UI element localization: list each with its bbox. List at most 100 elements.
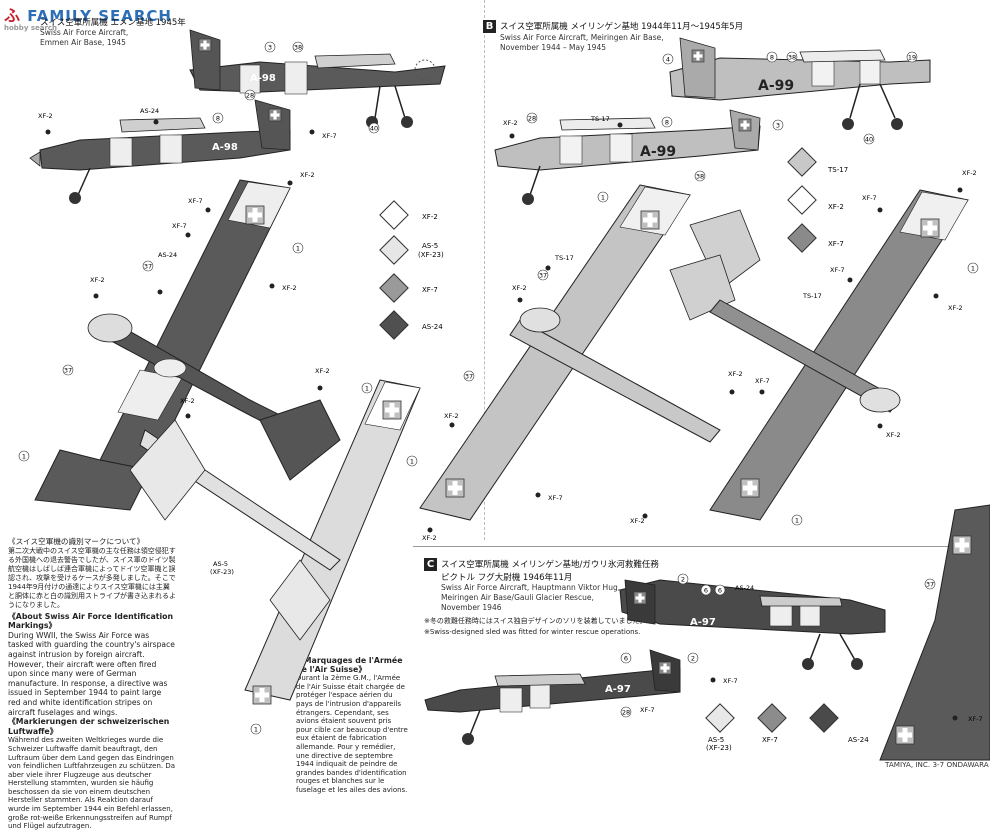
plane-b-code-1: A-99 xyxy=(758,78,794,94)
plane-c-partial-view xyxy=(879,504,990,761)
section-c-badge: C xyxy=(424,558,437,571)
callout-num-1f: 1 xyxy=(971,265,975,273)
footer-credit: TAMIYA, INC. 3-7 ONDAWARA xyxy=(885,760,989,769)
callout-xf2-b4: XF-2 xyxy=(948,304,963,312)
swatch-b-3-label: XF-7 xyxy=(828,240,844,248)
callout-num-8b: 8 xyxy=(665,119,669,127)
swatch-c-1-sub: (XF-23) xyxy=(706,744,732,752)
note-en-head: 《About Swiss Air Force Identification Ma… xyxy=(8,611,174,631)
callout-num-1e: 1 xyxy=(601,194,605,202)
plane-c-side-2: A-97 xyxy=(424,649,681,745)
swatch-c-2-label: XF-7 xyxy=(762,736,778,744)
section-b-title-en-1: Swiss Air Force Aircraft, Meiringen Air … xyxy=(500,33,664,42)
callout-xf2-b5: XF-2 xyxy=(728,370,743,378)
section-c-header: C スイス空軍所属機 メイリンゲン基地/ガウリ氷河救難任務 ピクトル フグ大尉機 … xyxy=(424,558,684,636)
callout-ts17-b2: TS-17 xyxy=(554,254,574,262)
callout-num-40: 40 xyxy=(370,125,378,133)
note-fr-head: 《Marquages de l'Armée de l'Air Suisse》 xyxy=(296,656,403,674)
section-a-title-jp: スイス空軍所属機 エメン基地 1945年 xyxy=(40,18,186,28)
callout-num-1a: 1 xyxy=(296,245,300,253)
callout-num-2b: 2 xyxy=(691,655,695,663)
plane-c-code-1: A-97 xyxy=(690,617,716,628)
callout-num-3: 3 xyxy=(268,44,272,52)
callout-num-2a: 2 xyxy=(681,576,685,584)
callout-xf2-a4: XF-2 xyxy=(282,284,297,292)
note-jp-body: 第二次大戦中のスイス空軍機の主な任務は領空侵犯する外国機への退去警告でしたが、ス… xyxy=(8,546,176,609)
callout-num-19: 28 xyxy=(528,115,536,123)
callout-ts17-b3: TS-17 xyxy=(802,292,822,300)
paint-callouts: XF-2 AS-24 XF-7 XF-2 XF-7 XF-7 AS-24 XF-… xyxy=(38,107,983,723)
plane-b-code-2: A-99 xyxy=(640,144,676,160)
plane-c-side-1: A-97 xyxy=(619,579,886,670)
note-en-body: During WWII, the Swiss Air Force was tas… xyxy=(8,630,175,717)
callout-xf2-a3: XF-2 xyxy=(90,276,105,284)
paint-dots xyxy=(45,119,963,721)
callout-num-28: 28 xyxy=(246,92,254,100)
callout-num-36: 6 xyxy=(704,587,708,595)
callout-xf2-b7: XF-2 xyxy=(886,431,901,439)
callout-xf2-b2: XF-2 xyxy=(962,169,977,177)
swatches-b: TS-17 XF-2 XF-7 xyxy=(787,147,848,253)
instruction-illustrations: A-98 A-98 xyxy=(18,29,990,761)
callout-num-1h: 1 xyxy=(410,458,414,466)
callout-num-37e: 37 xyxy=(926,581,934,589)
callout-num-37d: 37 xyxy=(465,373,473,381)
swatch-c-1-label: AS-5 xyxy=(708,736,724,744)
plane-a-side-2: A-98 xyxy=(29,99,291,204)
callout-num-1c: 1 xyxy=(365,385,369,393)
decal-callouts: 3 38 28 8 40 37 37 1 1 1 1 8 4 8 38 19 2… xyxy=(18,41,979,735)
plane-c-code-2: A-97 xyxy=(605,684,631,695)
plane-a-code-1: A-98 xyxy=(250,73,276,84)
callout-as5b-a: (XF-23) xyxy=(210,568,234,576)
callout-num-8: 8 xyxy=(770,54,774,62)
plane-a-bottom-view xyxy=(129,379,421,705)
callout-xf2-a6: XF-2 xyxy=(180,397,195,405)
callout-num-4: 4 xyxy=(666,56,670,64)
section-c-note-jp: ※冬の救難任務時にはスイス独自デザインのソリを装着していました。 xyxy=(424,617,647,625)
callout-xf2-a5: XF-2 xyxy=(315,367,330,375)
swatch-b-2-label: XF-2 xyxy=(828,203,844,211)
swatch-a-3-label: XF-7 xyxy=(422,286,438,294)
swatch-a-2-sub: (XF-23) xyxy=(418,251,444,259)
watermark-text: FAMILY SEARCH xyxy=(27,7,172,25)
section-c-border xyxy=(413,546,990,547)
callout-xf2-b9: XF-2 xyxy=(422,534,437,542)
callout-num-38b: 38 xyxy=(788,54,796,62)
callout-num-28b: 38 xyxy=(696,173,704,181)
swatches-c: AS-5 (XF-23) XF-7 AS-24 xyxy=(705,703,869,752)
section-c-title-jp-1: スイス空軍所属機 メイリンゲン基地/ガウリ氷河救難任務 xyxy=(441,560,659,570)
section-b-badge: B xyxy=(483,20,496,33)
callout-xf7-b2: XF-7 xyxy=(830,266,845,274)
callout-num-3b: 3 xyxy=(776,122,780,130)
swatch-a-2-label: AS-5 xyxy=(422,242,438,250)
plane-a-top-view xyxy=(34,179,341,511)
callout-xf2-a1: XF-2 xyxy=(38,112,53,120)
callout-num-38: 38 xyxy=(294,44,302,52)
plane-b-side-2: A-99 xyxy=(494,109,761,205)
callout-xf7-b3: XF-7 xyxy=(755,377,770,385)
callout-num-1b: 1 xyxy=(22,453,26,461)
callout-num-6b: 6 xyxy=(624,655,628,663)
callout-as24-c1: AS-24 xyxy=(735,584,754,592)
callout-num-28c: 28 xyxy=(622,709,630,717)
plane-b-top-view-2 xyxy=(709,189,969,521)
callout-ts17-b1: TS-17 xyxy=(590,115,610,123)
callout-num-18: 19 xyxy=(908,54,916,62)
section-a-title-en-2: Emmen Air Base, 1945 xyxy=(40,38,126,47)
section-b-header: B スイス空軍所属機 メイリンゲン基地 1944年11月〜1945年5月 Swis… xyxy=(483,20,743,53)
callout-num-37b: 37 xyxy=(64,367,72,375)
callout-xf2-b8: XF-2 xyxy=(630,517,645,525)
section-a-title-en-1: Swiss Air Force Aircraft, xyxy=(40,28,129,37)
callout-xf7-c3: XF-7 xyxy=(968,715,983,723)
section-c-note-en: ※Swiss-designed sled was fitted for wint… xyxy=(424,628,641,636)
callout-num-40b: 40 xyxy=(865,136,873,144)
section-b-title-jp: スイス空軍所属機 メイリンゲン基地 1944年11月〜1945年5月 xyxy=(500,22,744,32)
callout-xf7-c1: XF-7 xyxy=(723,677,738,685)
swatch-a-1-label: XF-2 xyxy=(422,213,438,221)
callout-num-6a: 6 xyxy=(718,587,722,595)
watermark-sub: hobby search xyxy=(4,24,58,32)
section-a-header: スイス空軍所属機 エメン基地 1945年 Swiss Air Force Air… xyxy=(40,16,186,48)
section-c-title-jp-2: ピクトル フグ大尉機 1946年11月 xyxy=(441,573,573,583)
callout-xf2-a2: XF-2 xyxy=(300,171,315,179)
callout-xf7-b1: XF-7 xyxy=(862,194,877,202)
